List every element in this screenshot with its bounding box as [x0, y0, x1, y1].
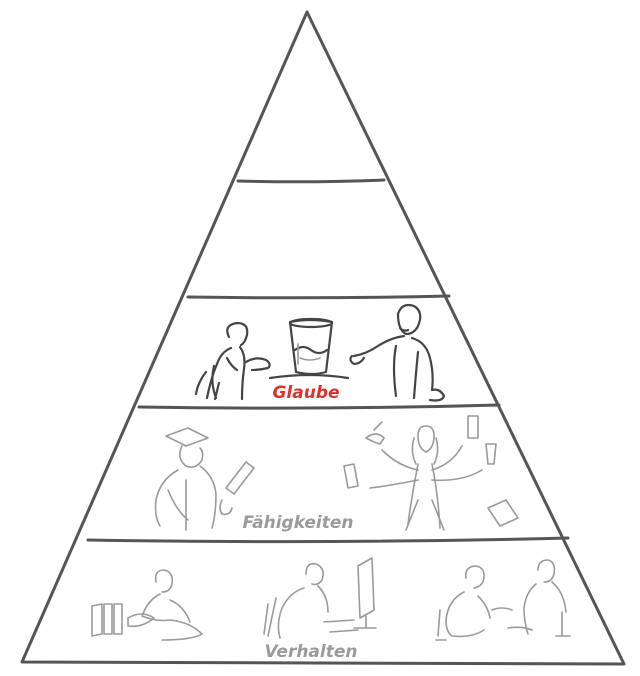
explaining-person-icon	[349, 303, 446, 402]
glass-of-water-icon	[268, 317, 350, 380]
level-skills-label: Fähigkeiten	[242, 513, 353, 533]
graduate-with-diploma-icon	[154, 427, 255, 531]
conversation-pair-icon	[435, 559, 571, 641]
skeptic-person-icon	[194, 321, 271, 401]
multitasking-person-icon	[343, 415, 519, 531]
reading-person-icon	[91, 569, 203, 641]
level-behavior-label: Verhalten	[265, 642, 358, 662]
level-top	[238, 14, 384, 181]
level-belief-label: Glaube	[272, 383, 339, 403]
computer-worker-icon	[263, 557, 377, 639]
pyramid-outline	[20, 10, 626, 666]
